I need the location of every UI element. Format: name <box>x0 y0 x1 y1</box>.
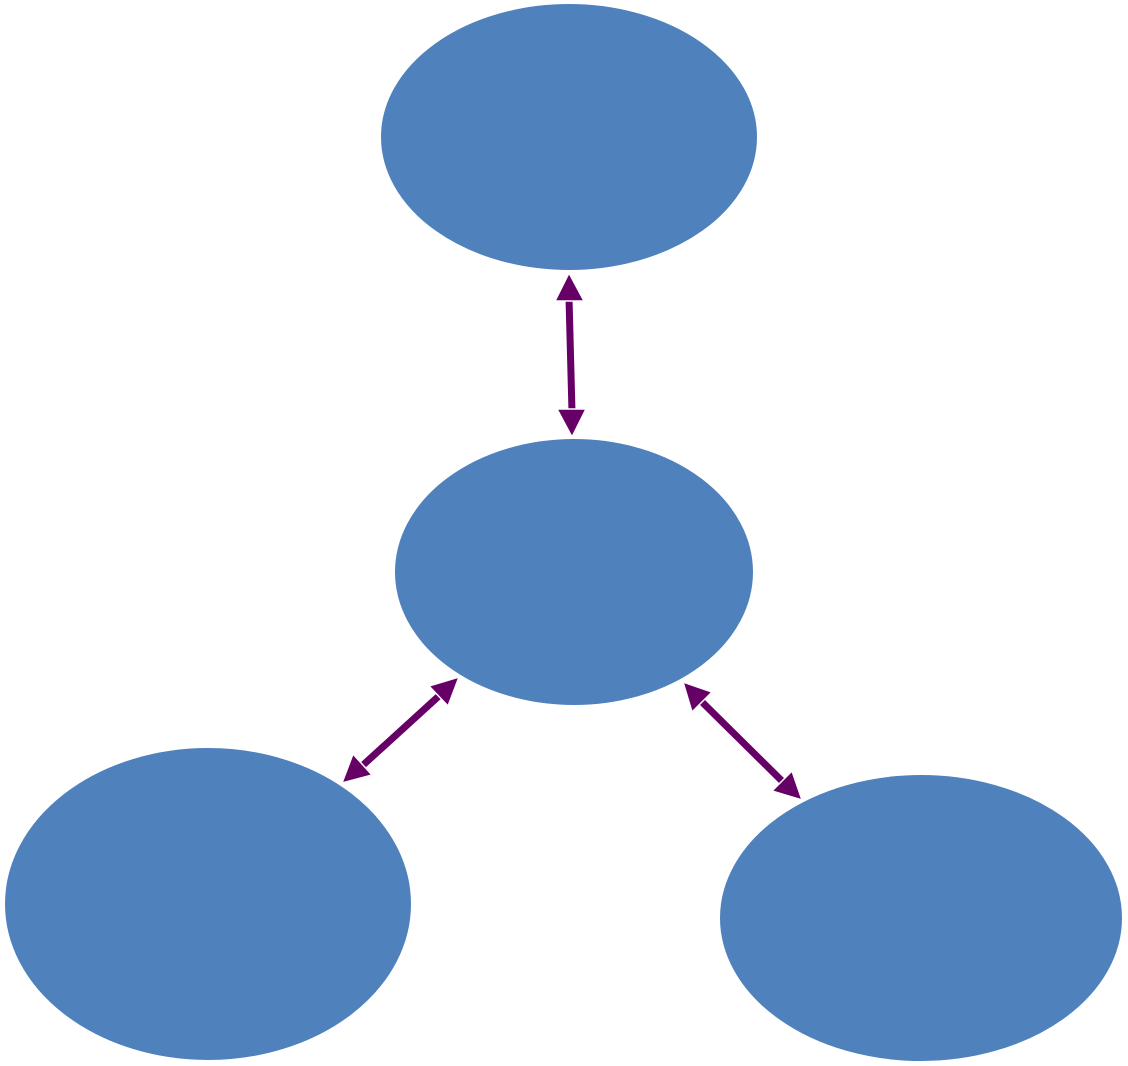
connector-center-bottom-left <box>340 675 461 785</box>
connector-top-center-arrowhead-down <box>555 408 588 439</box>
connector-center-bottom-right-arrowhead-upper <box>681 680 714 714</box>
node-center-shape <box>393 437 755 707</box>
connector-center-bottom-left-arrowhead-lower <box>340 752 374 785</box>
connector-center-bottom-left-arrowhead-upper <box>427 675 461 708</box>
node-center <box>393 437 755 707</box>
connector-center-bottom-right <box>681 680 804 802</box>
connector-center-bottom-right-arrowhead-lower <box>770 769 804 802</box>
connector-top-center-line <box>565 297 576 413</box>
connector-top-center-arrowhead-up <box>553 271 586 302</box>
node-bottom-left <box>3 746 413 1062</box>
node-bottom-right-shape <box>718 773 1124 1063</box>
node-bottom-left-shape <box>3 746 413 1062</box>
node-top-shape <box>379 2 759 272</box>
node-top <box>379 2 759 272</box>
connector-center-bottom-right-line <box>697 697 786 785</box>
node-bottom-right <box>718 773 1124 1063</box>
connector-center-bottom-left-line <box>359 692 443 769</box>
connector-top-center <box>553 271 588 439</box>
